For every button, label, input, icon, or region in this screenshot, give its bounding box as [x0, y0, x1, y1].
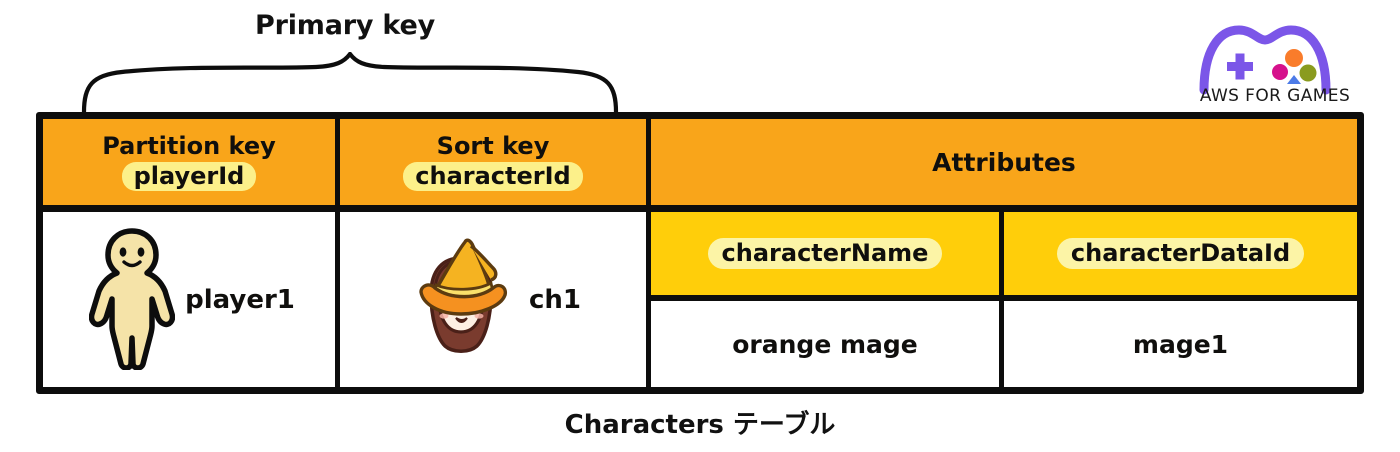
aws-for-games-logo: AWS FOR GAMES	[1194, 22, 1356, 106]
attributes-title: Attributes	[932, 147, 1076, 177]
header-cell-partition-key: Partition key playerId	[43, 119, 340, 205]
table-caption: Characters テーブル	[564, 410, 836, 440]
sort-key-name: characterId	[403, 161, 583, 192]
partition-key-value: player1	[185, 284, 295, 315]
characters-table: Partition key playerId Sort key characte…	[36, 112, 1364, 394]
sort-key-value: ch1	[528, 284, 581, 315]
attribute-name-cell-1: characterDataId	[1004, 212, 1357, 295]
attributes-value-row: orange mage mage1	[651, 301, 1357, 387]
header-cell-sort-key: Sort key characterId	[340, 119, 651, 205]
attribute-value-1: mage1	[1132, 329, 1229, 359]
attributes-name-row: characterName characterDataId	[651, 212, 1357, 301]
partition-key-name: playerId	[121, 161, 257, 192]
attributes-subgrid: characterName characterDataId orange mag…	[651, 212, 1357, 387]
cell-partition-value: player1	[43, 212, 340, 387]
cell-sort-value: ch1	[340, 212, 651, 387]
attribute-value-cell-0: orange mage	[651, 301, 1004, 387]
table-header-row: Partition key playerId Sort key characte…	[43, 119, 1357, 212]
dpad-icon	[1227, 53, 1253, 80]
header-cell-attributes: Attributes	[651, 119, 1357, 205]
gamepad-icon	[1199, 25, 1331, 95]
attribute-value-cell-1: mage1	[1004, 301, 1357, 387]
curly-brace-icon	[80, 50, 620, 115]
player-avatar-icon	[88, 226, 176, 374]
primary-key-label: Primary key	[255, 10, 435, 41]
witch-character-icon	[405, 236, 517, 364]
sort-key-title: Sort key	[436, 131, 550, 160]
attribute-name-0: characterName	[707, 238, 943, 269]
table-row: player1	[43, 212, 1357, 387]
attribute-value-0: orange mage	[732, 329, 918, 359]
attribute-name-cell-0: characterName	[651, 212, 1004, 295]
attribute-name-1: characterDataId	[1056, 238, 1305, 269]
partition-key-title: Partition key	[102, 131, 276, 160]
logo-wordmark: AWS FOR GAMES	[1200, 86, 1350, 104]
gamepad-buttons-icon	[1272, 49, 1317, 84]
